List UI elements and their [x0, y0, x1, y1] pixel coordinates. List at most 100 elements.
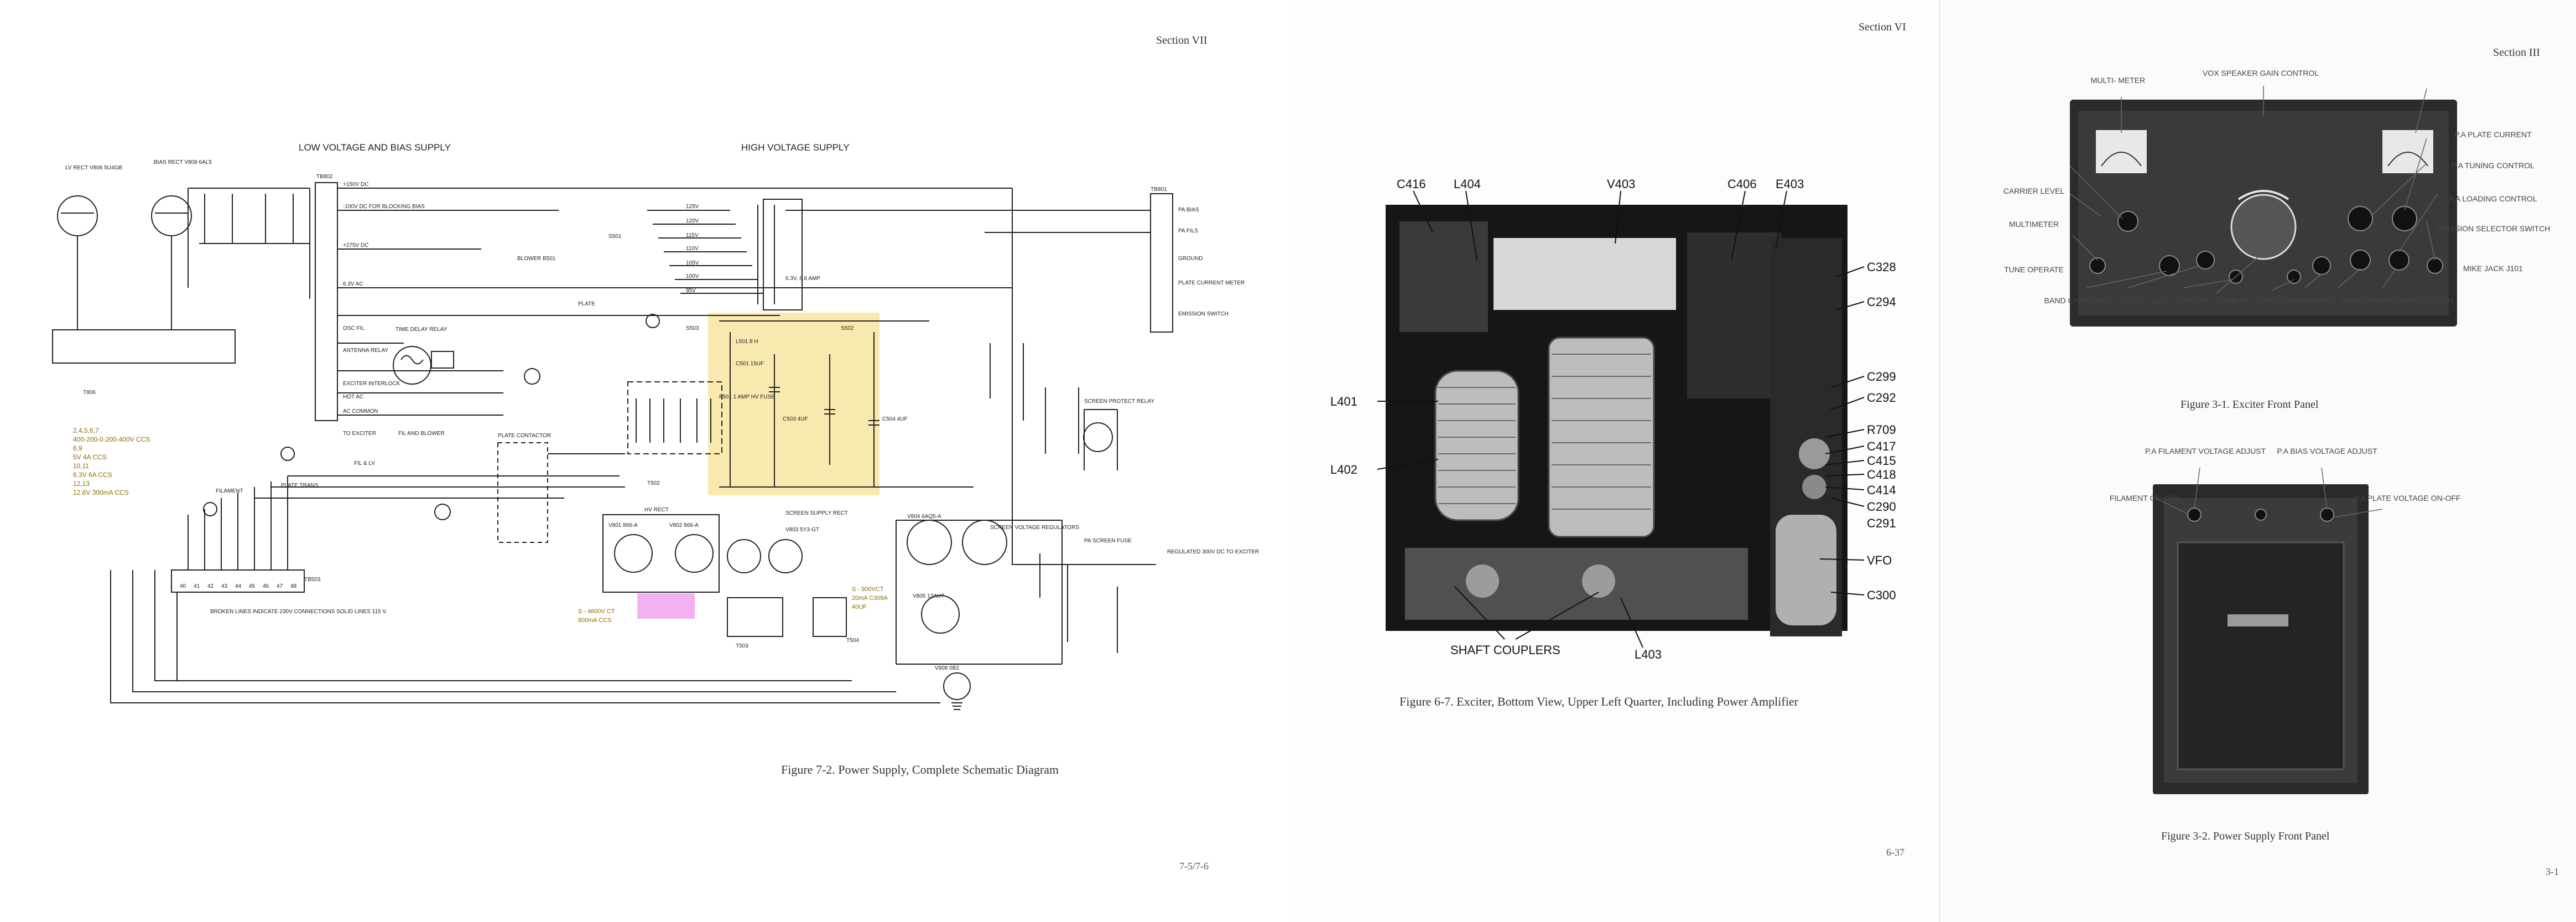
section-header: Section III: [2493, 46, 2540, 59]
diagram-label: V802 866-A: [669, 522, 699, 529]
page-number: 6-37: [1886, 847, 1904, 858]
diagram-label: TB802: [316, 174, 333, 180]
diagram-label: +275V DC: [343, 242, 368, 248]
yellow-highlight-region: [708, 313, 880, 495]
diagram-label: FIL & LV: [354, 460, 375, 467]
diagram-label: 40UF: [852, 604, 867, 610]
diagram-label: C417: [1867, 439, 1896, 453]
figure-caption: Figure 7-2. Power Supply, Complete Schem…: [781, 763, 1059, 776]
diagram-label: FILAMENT ON-OFF: [2110, 494, 2180, 503]
diagram-label: -100V DC FOR BLOCKING BIAS: [343, 204, 425, 210]
diagram-label: PLATE CURRENT METER: [1178, 280, 1245, 286]
diagram-label: 6.3V 6A CCS: [73, 471, 112, 479]
diagram-label: C414: [1867, 483, 1896, 497]
diagram-label: 48: [290, 583, 297, 589]
diagram-label: TB801: [1151, 187, 1167, 193]
diagram-label: L403: [1635, 648, 1662, 661]
diagram-label: TIME DELAY RELAY: [395, 327, 447, 333]
diagram-label: C504 4UF: [882, 416, 908, 422]
diagram-label: HV RECT: [644, 507, 669, 513]
diagram-label: 5V 4A CCS: [73, 453, 107, 461]
diagram-label: C291: [1867, 516, 1896, 530]
diagram-label: VOX SPEAKER GAIN CONTROL: [2203, 69, 2319, 77]
diagram-label: CARRIER LEVEL: [2003, 187, 2065, 195]
diagram-label: P.A TUNING CONTROL: [2452, 161, 2535, 170]
diagram-label: S502: [841, 325, 854, 331]
diagram-label: S501: [608, 234, 622, 240]
diagram-label: 110V: [686, 246, 699, 252]
diagram-label: T504: [846, 638, 859, 644]
diagram-label: 6.3V, 6.6 AMP: [785, 276, 820, 282]
diagram-label: MULTIMETER: [2009, 220, 2059, 229]
diagram-label: EXCITER INTERLOCK: [343, 381, 400, 387]
section-header: Section VI: [1859, 21, 1906, 33]
winding-annotation: 2,4,5,6,7 400-200-0-200-400V CCS 6,9 5V …: [73, 427, 150, 496]
diagram-label: P.A FILAMENT VOLTAGE ADJUST: [2145, 447, 2266, 455]
diagram-label: VOX SPEECH GAIN CONTROL: [2343, 296, 2455, 305]
diagram-label: SCREEN SUPPLY RECT: [785, 510, 848, 516]
diagram-label: EMISSION SWITCH: [1178, 311, 1229, 317]
diagram-label: S - 900VCT: [852, 586, 884, 593]
diagram-label: 12,13: [73, 480, 90, 488]
diagram-label: E403: [1776, 177, 1804, 191]
diagram-label: L404: [1454, 177, 1481, 191]
diagram-label: V805 12AU7: [913, 593, 944, 599]
diagram-label: HOT AC: [343, 394, 363, 400]
low-voltage-title: LOW VOLTAGE AND BIAS SUPPLY: [299, 142, 451, 153]
diagram-label: L402: [1330, 463, 1357, 476]
diagram-label: SIDEBAND SELECT SWITCH: [2297, 296, 2402, 305]
diagram-label: S - 4600V CT: [578, 608, 615, 615]
diagram-label: 115V: [686, 232, 699, 239]
diagram-label: P.A LOADING CONTROL: [2449, 194, 2537, 203]
diagram-label: BIAS RECT V809 6AL5: [154, 159, 212, 165]
diagram-label: 47: [277, 583, 283, 589]
diagram-label: C406: [1727, 177, 1757, 191]
magenta-highlight-region: [637, 593, 695, 619]
diagram-label: PA SCREEN FUSE: [1084, 538, 1132, 544]
diagram-label: C299: [1867, 370, 1896, 384]
exciter-bottom-photo: C416 L404 V403 C406 E403 C328 C294 C299 …: [1330, 177, 1896, 661]
diagram-label: 42: [207, 583, 214, 589]
power-supply-panel-photo: P.A FILAMENT VOLTAGE ADJUST P.A BIAS VOL…: [2110, 447, 2461, 794]
diagram-label: SCREEN VOLTAGE REGULATORS: [990, 525, 1079, 531]
diagram-label: +150V DC: [343, 182, 368, 188]
diagram-label: ZERO SET: [2287, 296, 2325, 305]
diagram-label: C290: [1867, 500, 1896, 514]
diagram-label: C294: [1867, 295, 1896, 309]
schematic-page: Section VII LOW VOLTAGE AND BIAS SUPPLY …: [52, 34, 1260, 872]
diagram-label: ANTENNA RELAY: [343, 348, 388, 354]
diagram-label: 120V: [686, 218, 699, 224]
diagram-label: 12.6V 300mA CCS: [73, 489, 129, 496]
diagram-label: C300: [1867, 588, 1896, 602]
diagram-label: EMISSION SELECTOR SWITCH: [2436, 224, 2551, 233]
diagram-label: DIAL DRAG: [2196, 296, 2237, 305]
diagram-label: MULTI- METER: [2091, 76, 2146, 85]
main-tuning-dial: [2230, 194, 2297, 260]
diagram-label: L501 8 H: [736, 339, 758, 345]
diagram-label: 6.3V AC: [343, 281, 363, 287]
diagram-label: BROKEN LINES INDICATE 230V CONNECTIONS S…: [210, 609, 387, 615]
diagram-label: C328: [1867, 260, 1896, 274]
diagram-label: SCREEN PROTECT RELAY: [1084, 398, 1154, 405]
power-supply-schematic: LOW VOLTAGE AND BIAS SUPPLY HIGH VOLTAGE…: [52, 142, 1259, 710]
diagram-label: C501 15UF: [736, 361, 764, 367]
diagram-label: 10,11: [73, 462, 89, 470]
diagram-label: PLATE: [578, 301, 595, 307]
diagram-label: V801 866-A: [608, 522, 638, 529]
diagram-label: V403: [1607, 177, 1635, 191]
diagram-label: 800mA CCS: [578, 617, 612, 624]
figure-caption-exciter: Figure 3-1. Exciter Front Panel: [2181, 398, 2319, 411]
diagram-label: P.A PLATE VOLTAGE ON-OFF: [2354, 494, 2461, 503]
figure-caption: Figure 6-7. Exciter, Bottom View, Upper …: [1399, 695, 1798, 708]
diagram-label: R709: [1867, 423, 1896, 437]
diagram-label: T502: [647, 480, 660, 486]
diagram-label: PLATE TRANS: [281, 483, 319, 489]
diagram-label: MAIN TUNING DIAL: [2228, 296, 2299, 305]
diagram-label: TUNE OPERATE: [2004, 265, 2064, 274]
diagram-label: C418: [1867, 468, 1896, 481]
diagram-label: L401: [1330, 395, 1357, 408]
diagram-label: PA BIAS: [1178, 207, 1199, 213]
diagram-label: TO EXCITER: [343, 431, 376, 437]
diagram-label: P.A PLATE CURRENT: [2454, 130, 2532, 139]
diagram-label: 100V: [686, 273, 699, 279]
